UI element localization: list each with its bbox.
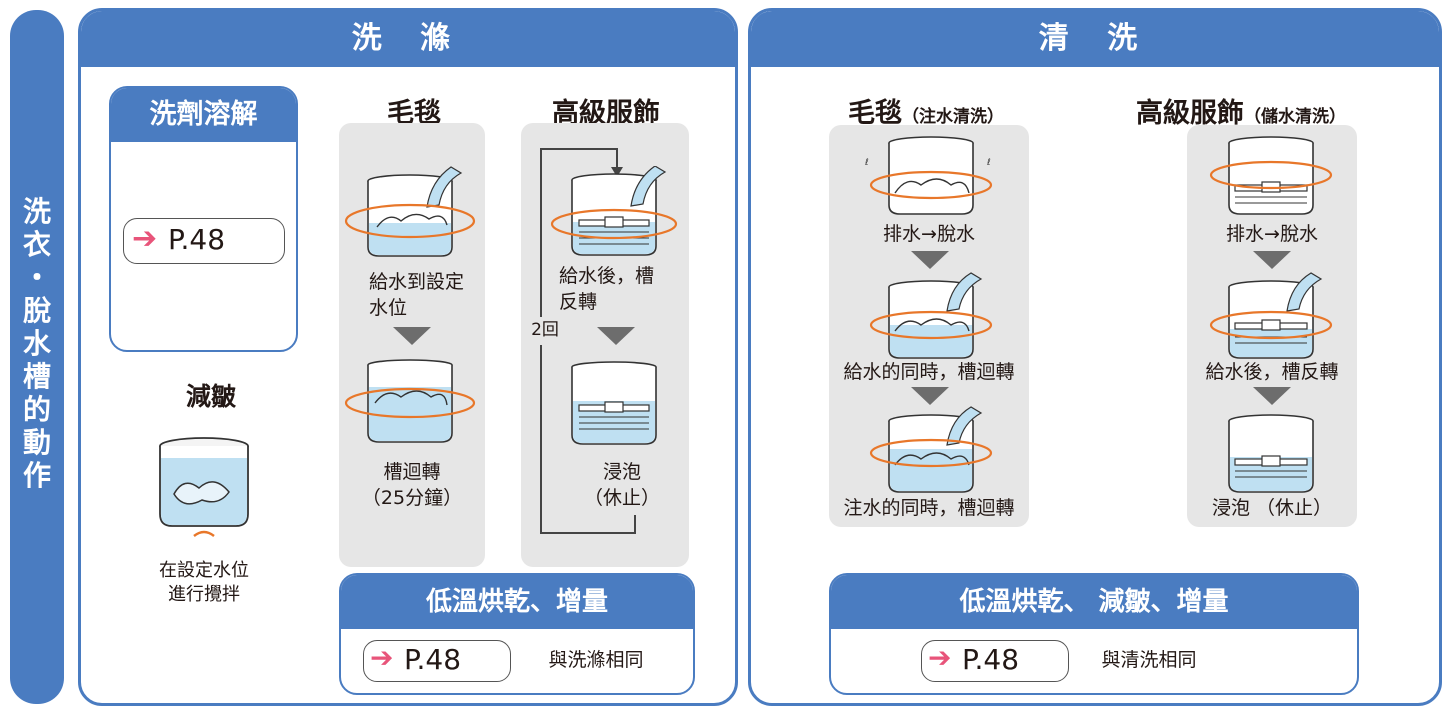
drum-spin-dry-icon [1209, 136, 1333, 215]
rinse-blanket-title: 毛毯（注水清洗） [816, 91, 1036, 130]
label-line: 浸泡 [602, 461, 641, 483]
pink-arrow-icon: ➔ [370, 641, 394, 674]
rinse-blanket-step2: 給水的同時，槽迴轉 [843, 361, 1015, 383]
wrinkle-title: 減皺 [185, 382, 236, 411]
rinse-blanket-step3: 注水的同時，槽迴轉 [843, 497, 1015, 519]
sidebar: 洗 衣 ・ 脫 水 槽 的 動 作 [10, 10, 64, 704]
page-number: P.48 [168, 223, 226, 256]
flow-arrow [1253, 387, 1291, 405]
drum-fill-icon [1209, 272, 1333, 359]
rinse-premium-step1: 排水→脫水 [1226, 223, 1318, 245]
flow-arrow [393, 327, 431, 345]
premium-step2-label: 浸泡 （休止） [557, 459, 687, 511]
wrinkle-caption-line: 在設定水位 [159, 560, 249, 581]
flow-arrow [597, 327, 635, 345]
wrinkle-caption: 在設定水位 進行攪拌 [139, 559, 269, 607]
title-text: 高級服飾 [1136, 98, 1244, 129]
title-sub: （注水清洗） [902, 107, 1004, 127]
label-line: 水位 [369, 297, 408, 319]
blanket-step1-label: 給水到設定 水位 [339, 269, 499, 321]
sidebar-char: 水 [22, 327, 51, 360]
label-line: 給水到設定 [369, 271, 465, 293]
label-line: 反轉 [559, 291, 598, 313]
premium-step1-label: 給水後，槽 反轉 [559, 263, 679, 315]
svg-text:ℓ: ℓ [986, 158, 991, 168]
detergent-box: 洗劑溶解 ➔ P.48 [109, 86, 298, 352]
drum-soak-icon [1228, 414, 1314, 493]
sidebar-char: 動 [22, 426, 51, 459]
sidebar-char: 的 [22, 393, 51, 426]
pink-arrow-icon: ➔ [132, 221, 158, 256]
loop-line [540, 148, 636, 534]
loop-count: 2回 [531, 320, 559, 340]
label-line: 槽迴轉 [383, 461, 441, 483]
svg-text:ℓ: ℓ [864, 158, 869, 168]
drum-fill-icon [344, 166, 476, 257]
detergent-page-ref[interactable]: ➔ P.48 [123, 218, 285, 264]
rinse-premium-step2: 給水後，槽反轉 [1205, 361, 1339, 383]
sidebar-char: ・ [22, 261, 51, 294]
lowtemp-page-ref[interactable]: ➔ P.48 [363, 640, 511, 682]
detergent-title: 洗劑溶解 [111, 88, 296, 142]
sidebar-title: 洗 衣 ・ 脫 水 槽 的 動 作 [10, 195, 64, 492]
lowtemp-page-ref[interactable]: ➔ P.48 [921, 640, 1069, 682]
flow-arrow [911, 251, 949, 269]
wrinkle-caption-line: 進行攪拌 [168, 584, 240, 605]
label-line: （25分鐘） [361, 487, 463, 509]
page-number: P.48 [962, 643, 1020, 676]
rinse-header: 清 洗 [751, 11, 1439, 67]
drum-spin-icon [344, 359, 476, 443]
rinse-premium-step3: 浸泡 （休止） [1211, 497, 1333, 519]
flow-arrow [1253, 251, 1291, 269]
lowtemp-title: 低溫烘乾、增量 [341, 575, 693, 629]
page-number: P.48 [404, 643, 462, 676]
lowtemp-note: 與清洗相同 [1101, 649, 1197, 671]
lowtemp-note: 與洗滌相同 [548, 649, 644, 671]
sidebar-char: 作 [22, 459, 51, 492]
sidebar-char: 洗 [22, 195, 51, 228]
drum-fill-icon [869, 406, 993, 493]
rinse-blanket-step1: 排水→脫水 [883, 223, 975, 245]
sidebar-char: 槽 [22, 360, 51, 393]
title-sub: （儲水清洗） [1244, 107, 1346, 127]
wash-panel: 洗 滌 洗劑溶解 ➔ P.48 減皺 在設定水位 進行攪拌 毛毯 給水到設定 水… [78, 8, 738, 706]
sidebar-char: 脫 [22, 294, 51, 327]
drum-fill-icon [869, 272, 993, 359]
lowtemp-box-wash: 低溫烘乾、增量 ➔ P.48 與洗滌相同 [339, 573, 695, 695]
lowtemp-title: 低溫烘乾、 減皺、增量 [831, 575, 1357, 629]
drum-fill-icon [550, 166, 678, 256]
rinse-premium-title: 高級服飾（儲水清洗） [1101, 91, 1381, 130]
title-text: 毛毯 [848, 98, 902, 129]
pink-arrow-icon: ➔ [928, 641, 952, 674]
drum-icon [159, 437, 249, 538]
blanket-step2-label: 槽迴轉 （25分鐘） [339, 459, 485, 511]
sidebar-char: 衣 [22, 228, 51, 261]
label-line: （休止） [583, 487, 660, 509]
wash-header: 洗 滌 [81, 11, 735, 67]
drum-soak-icon [571, 361, 657, 445]
flow-arrow [911, 387, 949, 405]
lowtemp-box-rinse: 低溫烘乾、 減皺、增量 ➔ P.48 與清洗相同 [829, 573, 1359, 695]
label-line: 給水後，槽 [559, 265, 655, 287]
